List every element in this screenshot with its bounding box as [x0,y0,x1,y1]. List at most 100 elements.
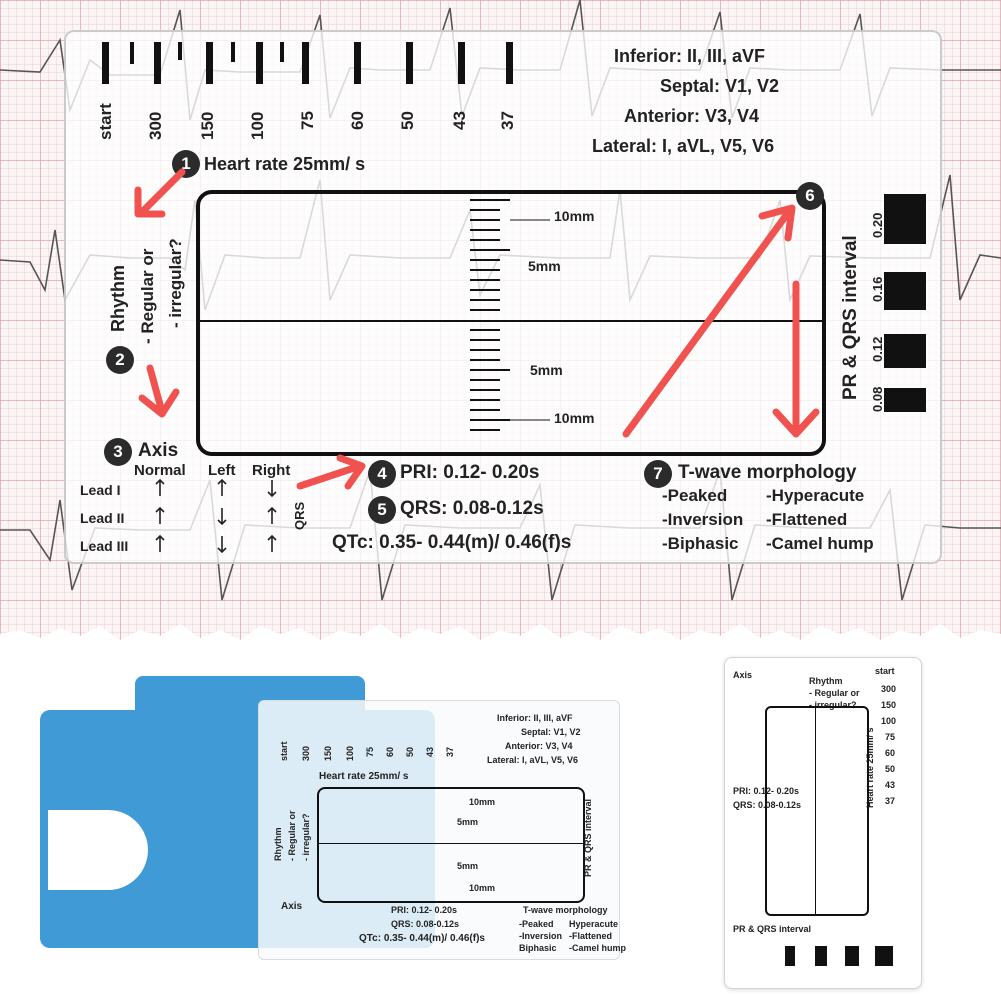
card3-tick: 75 [885,732,896,742]
axis-col-left: Left [208,462,236,479]
card3-axis: Axis [733,670,753,680]
card3-pri: PRI: 0.12- 0.20s [733,786,800,796]
card3-tick: 300 [881,684,897,694]
card3-pr-qrs: PR & QRS interval [733,924,812,934]
leads-anterior: Anterior: V3, V4 [624,106,760,126]
tick-bar [354,42,361,84]
twave-camel-hump: -Camel hump [766,534,874,553]
mm-scale [470,199,550,431]
mini-qrs: QRS: 0.08-0.12s [391,919,460,929]
torn-edge [0,624,1001,652]
mini-twave-item: Hyperacute [569,919,619,929]
card3-qrs: QRS: 0.08-0.12s [733,800,802,810]
tick-bar [302,42,309,84]
leads-septal: Septal: V1, V2 [660,76,780,96]
card3-window [765,706,869,916]
mini-mm: 5mm [457,861,479,871]
card3-pr-bar [875,946,893,966]
mini-leads: Septal: V1, V2 [521,727,581,737]
mini-twave-item: -Peaked [519,919,554,929]
mini-pr-qrs: PR & QRS interval [583,798,593,877]
mini-regular: - Regular or [287,810,297,861]
heart-rate-label: Heart rate 25mm/ s [204,154,366,174]
ecg-paper-photo: start 300 150 100 75 60 50 43 37 Inferio… [0,0,1001,640]
card3-tick: 100 [881,716,897,726]
tick-bar [506,42,513,84]
mini-qtc: QTc: 0.35- 0.44(m)/ 0.46(f)s [359,933,485,944]
annotation-arrows [134,168,820,490]
card3-tick: 43 [885,780,896,790]
qtc-label: QTc: 0.35- 0.44(m)/ 0.46(f)s [332,532,572,553]
flat-ruler-card: start 300 150 100 75 60 50 43 37 Rhythm … [724,657,922,989]
mini-twave: T-wave morphology [523,905,608,915]
mini-pri: PRI: 0.12- 0.20s [391,905,458,915]
mini-window: 10mm 5mm 5mm 10mm [317,787,585,903]
leads-inferior: Inferior: II, III, aVF [614,46,766,66]
twave-hyperacute: -Hyperacute [766,486,865,505]
step-6-badge: 6 [796,182,824,210]
card3-tick: start [875,666,895,676]
tick-bar [102,42,109,84]
tick-bar [256,42,263,84]
red-arrow-icon [134,168,186,218]
mini-tick: 43 [425,746,435,757]
mini-tick: 50 [405,746,415,757]
tick-bar [280,42,284,62]
twave-biphasic: -Biphasic [662,534,739,553]
twave-peaked: -Peaked [662,486,728,505]
card3-regular: - Regular or [809,688,860,698]
mm-top-5: 5mm [528,258,561,274]
mini-irregular: - irregular? [301,813,311,861]
red-arrow-icon [772,280,820,438]
twave-label: T-wave morphology [678,462,857,483]
tick-bar [206,42,213,84]
pr-bar [884,334,926,368]
card3-pr-bar [845,946,859,966]
mini-twave-item: -Inversion [519,931,563,941]
baseline [200,320,822,322]
axis-row-lead2: Lead II [80,510,125,526]
mini-leads: Inferior: II, III, aVF [497,713,573,723]
twave-inversion: -Inversion [662,510,744,529]
axis-col-normal: Normal [134,462,186,479]
card3-pr-bar [815,946,827,966]
holder-product-photo: Inferior: II, III, aVF Septal: V1, V2 An… [20,670,626,990]
mini-twave-item: -Camel hump [569,943,627,953]
mini-tick: 60 [385,746,395,757]
card3-tick: 37 [885,796,896,806]
mini-mm: 5mm [457,817,479,827]
card3-irregular: - irregular? [809,700,857,710]
axis-col-right: Right [252,462,291,479]
mm-bot-10: 10mm [554,410,595,426]
red-arrow-icon [622,204,796,438]
tick-bar [178,42,182,60]
tick-bar [458,42,465,84]
mini-heart-rate: Heart rate 25mm/ s [319,771,409,782]
mini-leads: Anterior: V3, V4 [505,741,573,751]
mini-tick: start [279,741,289,761]
mini-ruler-card: Inferior: II, III, aVF Septal: V1, V2 An… [258,700,626,960]
pr-bar [884,272,926,310]
card3-pr-bar [785,946,795,966]
step-7-badge: 7 [644,460,672,488]
tick-bar [406,42,413,84]
tick-bar [231,42,235,62]
card3-rhythm: Rhythm [809,676,843,686]
red-arrow-icon [138,364,180,418]
axis-row-lead1: Lead I [80,482,121,498]
interval-window: 10mm 5mm 5mm 10mm 6 [196,182,826,456]
step-2-badge: 2 [106,346,134,374]
red-arrow-icon [296,454,366,490]
pri-label: PRI: 0.12- 0.20s [400,462,540,483]
step-4-badge: 4 [368,460,396,488]
mini-rhythm: Rhythm [273,827,283,862]
axis-row-lead3: Lead III [80,538,129,554]
mm-top-10: 10mm [554,208,595,224]
mini-twave-item: -Flattened [569,931,613,941]
card3-tick: 60 [885,748,896,758]
axis-arrows [155,478,277,554]
mini-twave-item: Biphasic [519,943,557,953]
leads-lateral: Lateral: I, aVL, V5, V6 [592,136,775,156]
card3-tick: 50 [885,764,896,774]
card3-tick: 150 [881,700,897,710]
